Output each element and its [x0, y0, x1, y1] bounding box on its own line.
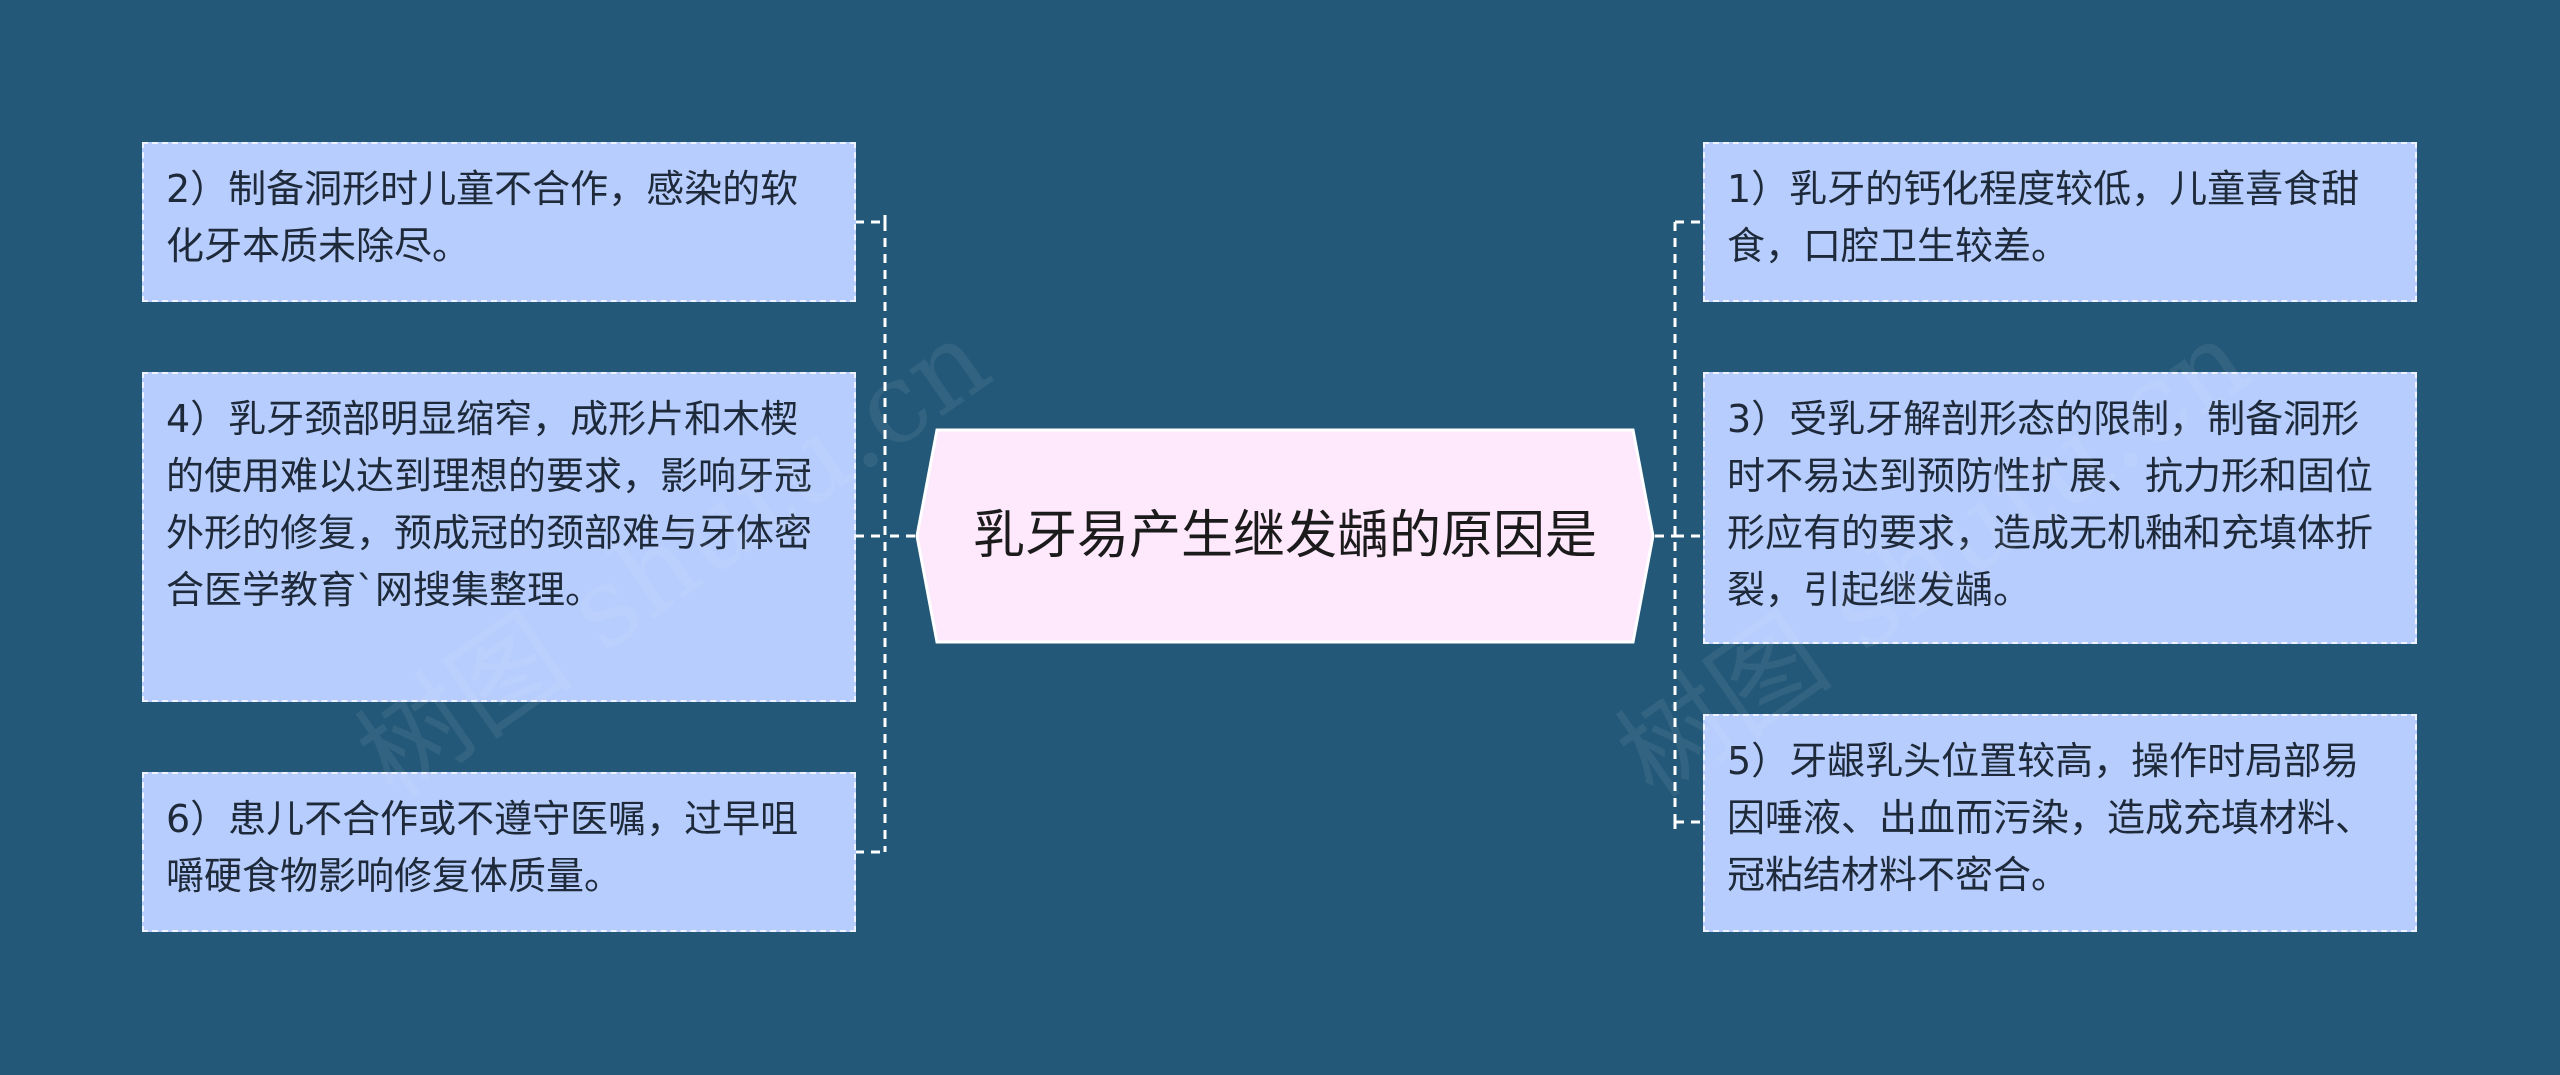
topic-text: 4）乳牙颈部明显缩窄，成形片和木楔的使用难以达到理想的要求，影响牙冠外形的修复，…	[166, 397, 813, 612]
topic-text: 2）制备洞形时儿童不合作，感染的软化牙本质未除尽。	[166, 167, 799, 268]
topic-text: 1）乳牙的钙化程度较低，儿童喜食甜食，口腔卫生较差。	[1727, 167, 2360, 268]
topic-text: 5）牙龈乳头位置较高，操作时局部易因唾液、出血而污染，造成充填材料、冠粘结材料不…	[1727, 739, 2374, 897]
topic-node-right-1[interactable]: 1）乳牙的钙化程度较低，儿童喜食甜食，口腔卫生较差。	[1703, 142, 2417, 302]
connector-right-trunk	[1655, 222, 1677, 822]
topic-node-left-1[interactable]: 2）制备洞形时儿童不合作，感染的软化牙本质未除尽。	[142, 142, 856, 302]
central-topic-title: 乳牙易产生继发龋的原因是	[972, 506, 1597, 566]
topic-node-right-2[interactable]: 3）受乳牙解剖形态的限制，制备洞形时不易达到预防性扩展、抗力形和固位形应有的要求…	[1703, 372, 2417, 644]
topic-node-left-2[interactable]: 4）乳牙颈部明显缩窄，成形片和木楔的使用难以达到理想的要求，影响牙冠外形的修复，…	[142, 372, 856, 702]
central-topic[interactable]: 乳牙易产生继发龋的原因是	[915, 428, 1655, 644]
connector-left-trunk	[883, 222, 915, 852]
central-topic-shape	[915, 428, 1655, 644]
topic-node-right-3[interactable]: 5）牙龈乳头位置较高，操作时局部易因唾液、出血而污染，造成充填材料、冠粘结材料不…	[1703, 714, 2417, 932]
topic-text: 3）受乳牙解剖形态的限制，制备洞形时不易达到预防性扩展、抗力形和固位形应有的要求…	[1727, 397, 2374, 612]
topic-node-left-3[interactable]: 6）患儿不合作或不遵守医嘱，过早咀嚼硬食物影响修复体质量。	[142, 772, 856, 932]
topic-text: 6）患儿不合作或不遵守医嘱，过早咀嚼硬食物影响修复体质量。	[166, 797, 799, 898]
